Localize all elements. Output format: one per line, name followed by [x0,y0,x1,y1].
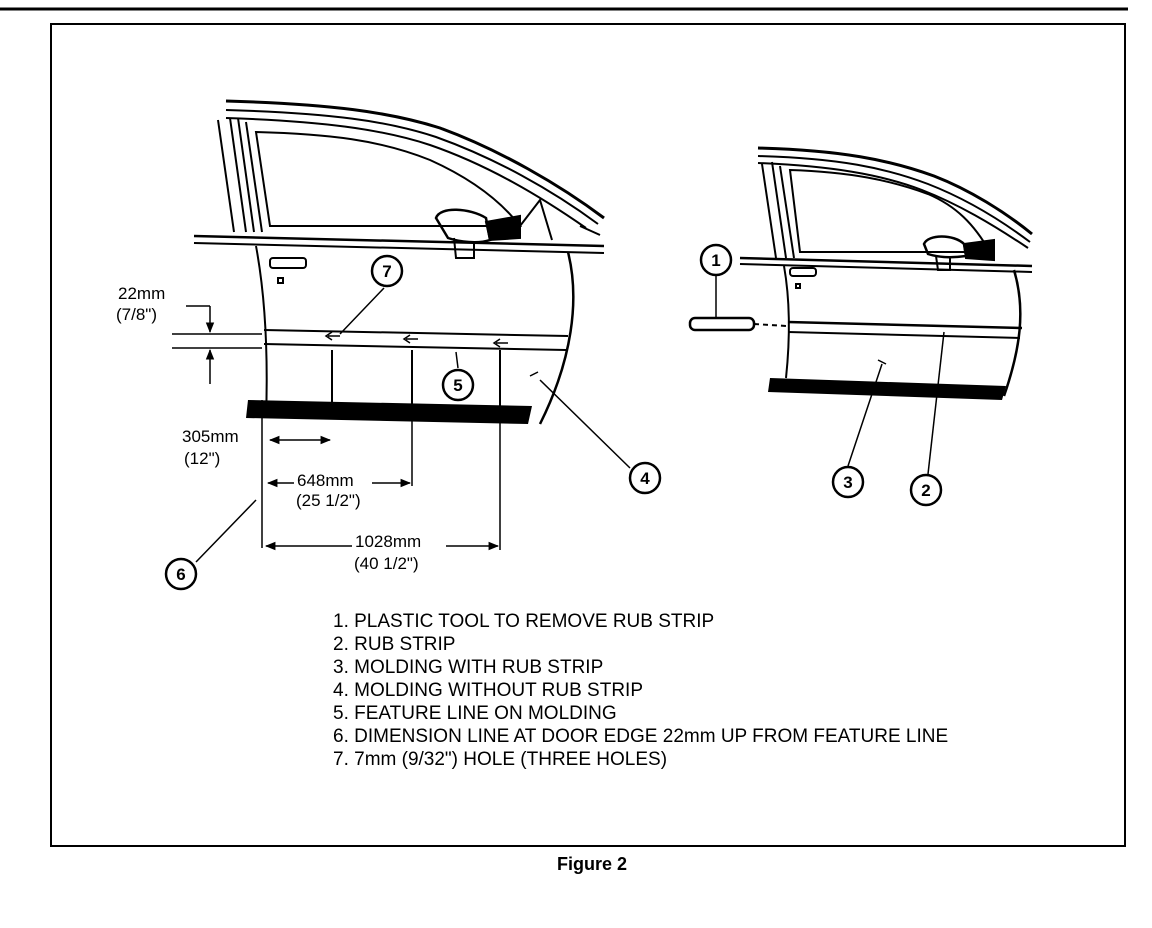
dim-22mm: 22mm [118,284,165,303]
figure-caption: Figure 2 [557,854,627,874]
callout-3: 3 [831,465,865,499]
svg-text:3: 3 [843,473,852,492]
legend-item-3: 3. MOLDING WITH RUB STRIP [333,657,603,678]
svg-text:5: 5 [453,376,462,395]
dim-22mm-inch: (7/8") [116,305,157,324]
left-lower-molding [246,400,532,424]
svg-text:6: 6 [176,565,185,584]
svg-text:1: 1 [711,251,720,270]
legend-item-5: 5. FEATURE LINE ON MOLDING [333,703,617,724]
legend: 1. PLASTIC TOOL TO REMOVE RUB STRIP 2. R… [333,611,948,770]
dim-305mm-inch: (12") [184,449,220,468]
dim-648mm-inch: (25 1/2") [296,491,361,510]
right-door-illustration [688,146,1033,397]
legend-item-7: 7. 7mm (9/32") HOLE (THREE HOLES) [333,749,667,770]
left-door-illustration [193,99,605,425]
svg-text:7: 7 [382,262,391,281]
dim-1028mm-inch: (40 1/2") [354,554,419,573]
legend-item-6: 6. DIMENSION LINE AT DOOR EDGE 22mm UP F… [333,726,948,747]
legend-item-1: 1. PLASTIC TOOL TO REMOVE RUB STRIP [333,611,714,632]
callout-5: 5 [441,368,475,402]
svg-text:2: 2 [921,481,930,500]
legend-item-4: 4. MOLDING WITHOUT RUB STRIP [333,680,643,701]
legend-item-2: 2. RUB STRIP [333,634,455,655]
callout-4: 4 [628,461,662,495]
callout-7: 7 [370,254,404,288]
dimension-lines [172,276,945,563]
svg-text:4: 4 [640,469,650,488]
dim-1028mm: 1028mm [355,532,421,551]
dim-648mm: 648mm [297,471,354,490]
callout-1: 1 [699,243,733,277]
callout-2: 2 [909,473,943,507]
figure-frame [50,23,1126,847]
dim-305mm: 305mm [182,427,239,446]
callout-6: 6 [164,557,198,591]
right-lower-molding [768,378,1006,400]
